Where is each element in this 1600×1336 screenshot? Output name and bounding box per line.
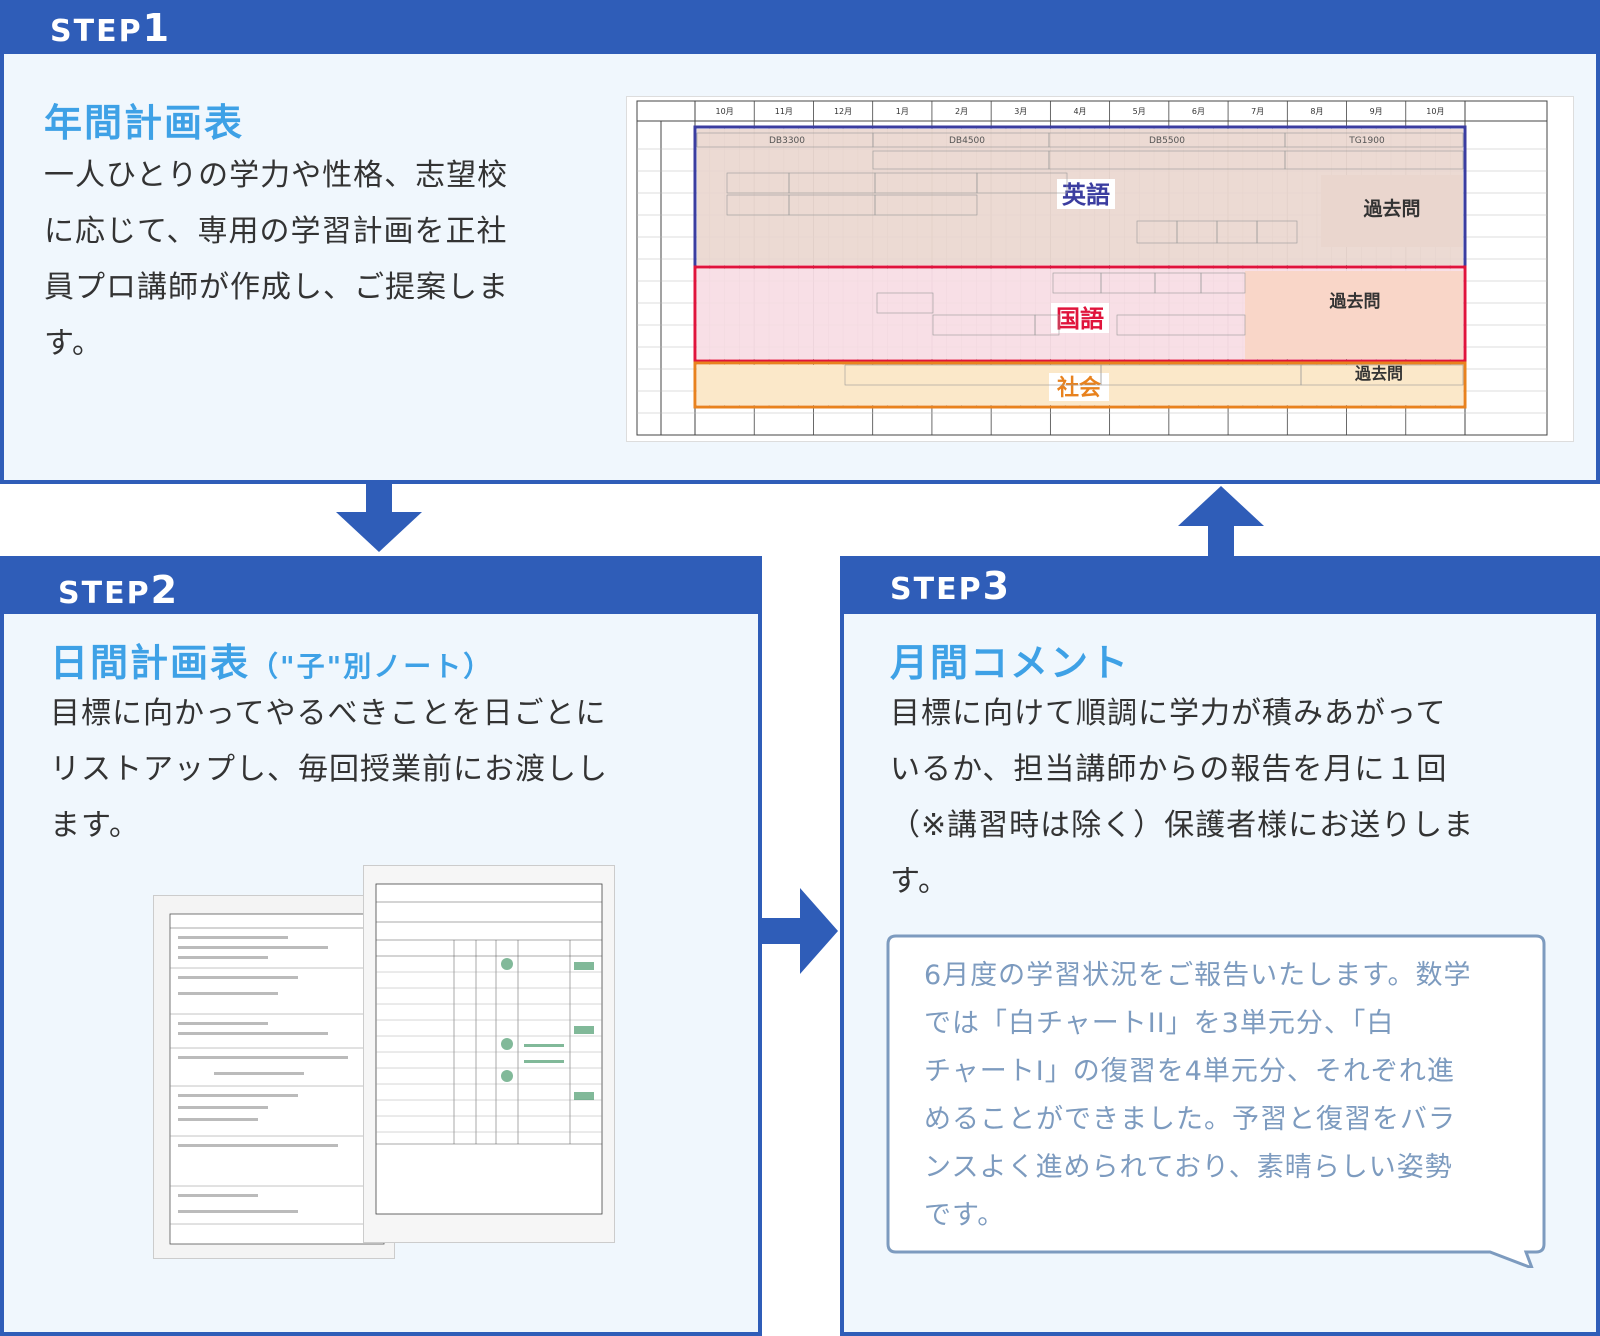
comment-line: です。 bbox=[924, 1200, 1006, 1231]
social-label: 社会 bbox=[1057, 375, 1101, 401]
month-header: 4月 bbox=[1073, 107, 1086, 116]
step3-line: （※講習時は除く）保護者様にお送りしま bbox=[890, 808, 1475, 843]
month-header: 8月 bbox=[1310, 107, 1323, 116]
step1-title: 年間計画表 bbox=[44, 101, 245, 145]
social-kakomon: 過去問 bbox=[1354, 364, 1403, 383]
step1-label: STEP1 bbox=[50, 6, 171, 50]
english-label: 英語 bbox=[1062, 181, 1110, 209]
month-header: 5月 bbox=[1133, 107, 1146, 116]
month-header: 10月 bbox=[716, 107, 734, 116]
social-block bbox=[693, 361, 1467, 409]
english-kakomon: 過去問 bbox=[1363, 197, 1420, 220]
daily-notes-image bbox=[154, 866, 624, 1258]
step3-word: STEP bbox=[890, 572, 983, 607]
step3-number: 3 bbox=[982, 564, 1012, 608]
note-sheet-left bbox=[154, 896, 394, 1258]
step2-title-sub: （"子"別ノート） bbox=[250, 650, 494, 683]
step2-title-main: 日間計画表 bbox=[50, 641, 251, 685]
comment-line: では「白チャートII」を3単元分、「白 bbox=[924, 1008, 1395, 1039]
step2-description: 目標に向かってやるべきことを日ごとに リストアップし、毎回授業前にお渡しし ます… bbox=[50, 686, 608, 854]
japanese-label: 国語 bbox=[1056, 305, 1104, 333]
step1-line: 員プロ講師が作成し、ご提案しま bbox=[44, 270, 509, 305]
english-label-box bbox=[1057, 179, 1115, 209]
step1-word: STEP bbox=[50, 14, 143, 49]
step2-line: 目標に向かってやるべきことを日ごとに bbox=[50, 696, 607, 731]
comment-line: めることができました。予習と復習をバラ bbox=[924, 1104, 1456, 1135]
step2-line: リストアップし、毎回授業前にお渡しし bbox=[50, 752, 608, 787]
step2-line: ます。 bbox=[50, 808, 140, 843]
month-header: 9月 bbox=[1370, 107, 1383, 116]
step2-title: 日間計画表（"子"別ノート） bbox=[50, 632, 493, 687]
step1-header: STEP1 bbox=[4, 0, 1596, 54]
monthly-comment-text: 6月度の学習状況をご報告いたします。数学 では「白チャートII」を3単元分、「白… bbox=[924, 952, 1514, 1240]
month-header: 6月 bbox=[1192, 107, 1205, 116]
step3-panel: STEP3 月間コメント 目標に向けて順調に学力が積みあがって いるか、担当講師… bbox=[840, 556, 1600, 1336]
arrow-up-icon bbox=[1178, 486, 1264, 556]
month-header: 10月 bbox=[1426, 107, 1444, 116]
step2-header: STEP2 bbox=[4, 560, 758, 614]
step3-label: STEP3 bbox=[890, 564, 1011, 608]
japanese-kakomon: 過去問 bbox=[1330, 291, 1381, 312]
step3-line: いるか、担当講師からの報告を月に１回 bbox=[890, 752, 1448, 787]
step1-line: 一人ひとりの学力や性格、志望校 bbox=[44, 158, 509, 193]
month-header: 1月 bbox=[896, 107, 909, 116]
month-header: 2月 bbox=[955, 107, 968, 116]
step2-label: STEP2 bbox=[58, 568, 179, 612]
step3-header: STEP3 bbox=[844, 560, 1596, 614]
japanese-block bbox=[693, 265, 1467, 363]
step3-description: 目標に向けて順調に学力が積みあがって いるか、担当講師からの報告を月に１回 （※… bbox=[890, 686, 1474, 910]
monthly-comment-bubble: 6月度の学習状況をご報告いたします。数学 では「白チャートII」を3単元分、「白… bbox=[886, 934, 1548, 1268]
arrow-down-icon bbox=[336, 484, 422, 552]
book-label: DB5500 bbox=[1149, 136, 1185, 146]
japanese-label-box bbox=[1051, 303, 1109, 333]
book-label: DB3300 bbox=[769, 136, 805, 146]
step2-word: STEP bbox=[58, 576, 151, 611]
comment-line: チャートI」の復習を4単元分、それぞれ進 bbox=[924, 1056, 1455, 1087]
step1-description: 一人ひとりの学力や性格、志望校 に応じて、専用の学習計画を正社 員プロ講師が作成… bbox=[44, 148, 509, 372]
step1-panel: STEP1 年間計画表 一人ひとりの学力や性格、志望校 に応じて、専用の学習計画… bbox=[0, 0, 1600, 484]
month-header: 7月 bbox=[1251, 107, 1264, 116]
step1-number: 1 bbox=[142, 6, 172, 50]
comment-line: ンスよく進められており、素晴らしい姿勢 bbox=[924, 1152, 1453, 1183]
step2-number: 2 bbox=[150, 568, 180, 612]
book-label: DB4500 bbox=[949, 136, 985, 146]
annual-plan-image: 10月 11月 12月 1月 2月 3月 4月 5月 6月 7月 8月 9月 10月 英語 過去問 DB… bbox=[626, 96, 1574, 442]
comment-line: 6月度の学習状況をご報告いたします。数学 bbox=[924, 960, 1472, 991]
month-header: 12月 bbox=[834, 107, 852, 116]
month-header: 3月 bbox=[1014, 107, 1027, 116]
step2-panel: STEP2 日間計画表（"子"別ノート） 目標に向かってやるべきことを日ごとに … bbox=[0, 556, 762, 1336]
step1-line: す。 bbox=[44, 326, 103, 361]
note-sheet-right bbox=[364, 866, 614, 1242]
annual-plan-table: 10月 11月 12月 1月 2月 3月 4月 5月 6月 7月 8月 9月 10月 英語 過去問 DB… bbox=[636, 100, 1548, 436]
arrow-right-icon bbox=[762, 888, 838, 974]
step3-line: す。 bbox=[890, 864, 949, 899]
social-label-box bbox=[1049, 373, 1109, 401]
step1-line: に応じて、専用の学習計画を正社 bbox=[44, 214, 508, 249]
step3-title: 月間コメント bbox=[890, 641, 1131, 685]
step3-line: 目標に向けて順調に学力が積みあがって bbox=[890, 696, 1447, 731]
book-label: TG1900 bbox=[1348, 136, 1385, 146]
month-header: 11月 bbox=[775, 107, 793, 116]
